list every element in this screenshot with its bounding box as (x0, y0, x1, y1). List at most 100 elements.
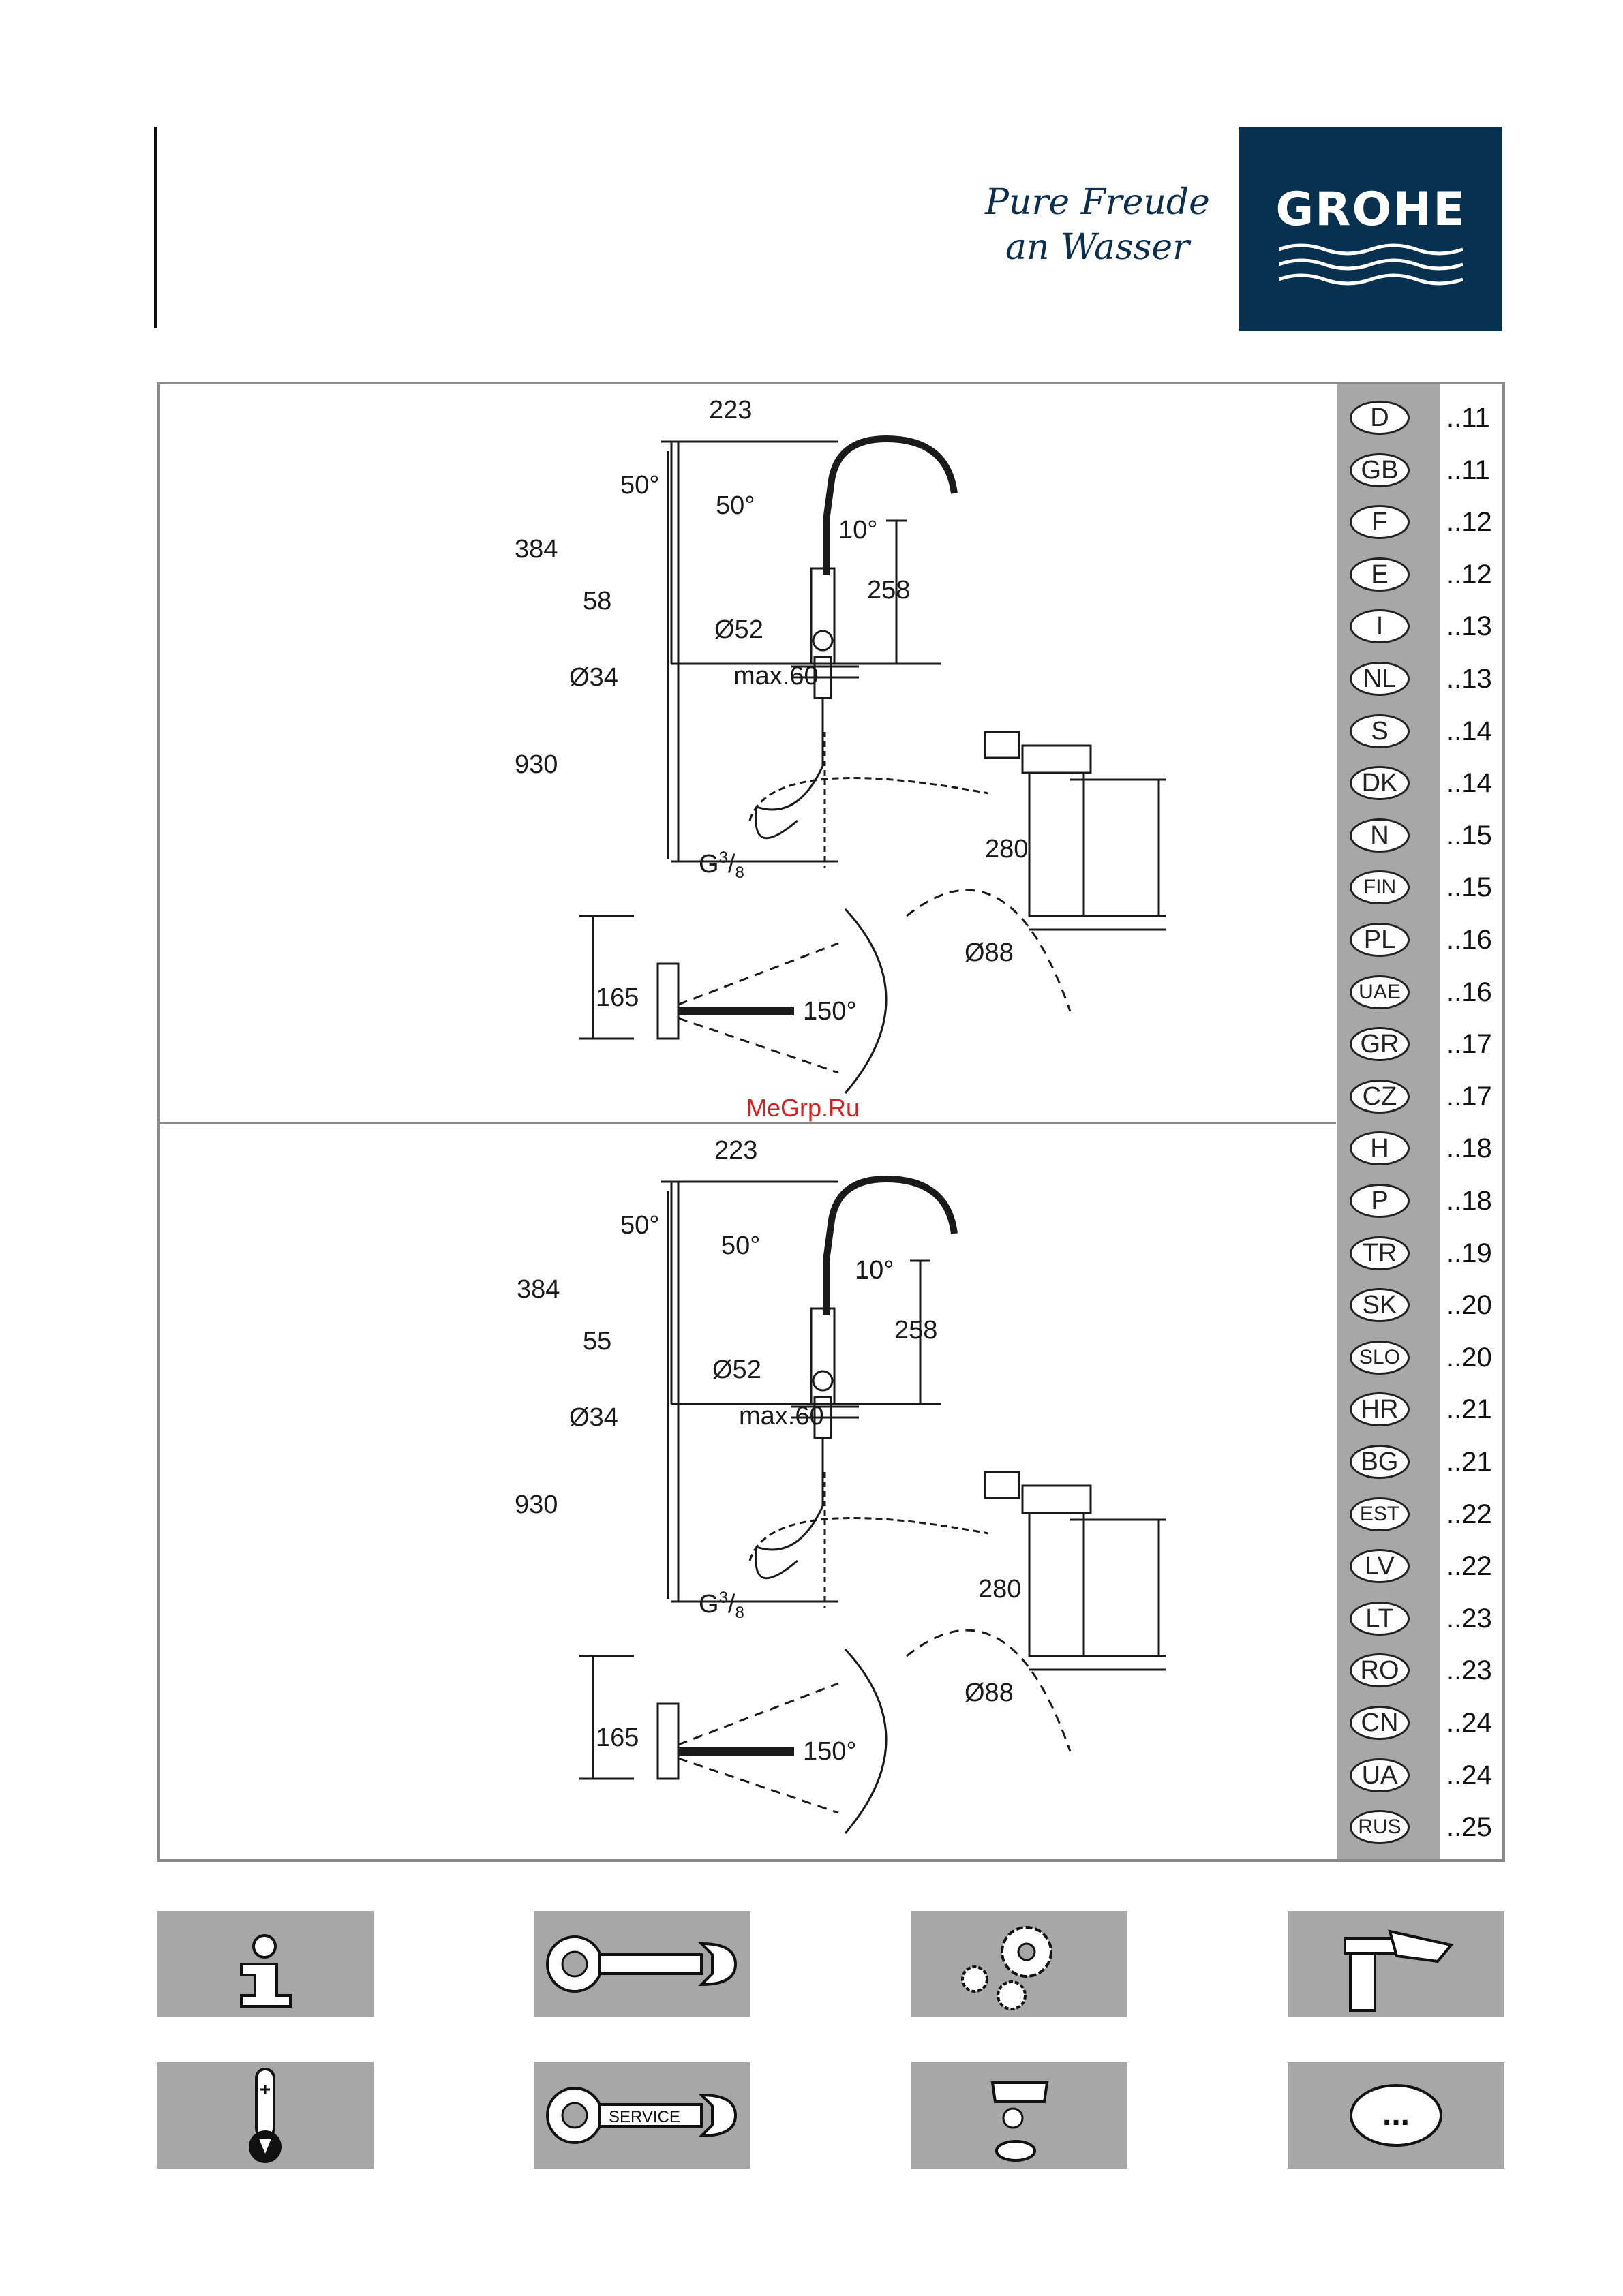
dim-angle-spout: 10° (838, 516, 877, 545)
cartridge-icon (990, 2081, 1049, 2162)
language-code-badge: UAE (1350, 975, 1410, 1009)
dim-lever: 58 (583, 587, 611, 615)
watermark: MeGrp.Ru (746, 1094, 860, 1122)
language-entry-tr[interactable]: TR..19 (1337, 1234, 1505, 1274)
language-page-number: ..23 (1446, 1603, 1492, 1634)
language-code-badge: S (1350, 714, 1410, 748)
language-code-badge: DK (1350, 766, 1410, 801)
dim-plan-depth: 165 (596, 983, 639, 1012)
dim-shank-diameter: Ø34 (569, 1403, 618, 1432)
language-entry-sk[interactable]: SK..20 (1337, 1285, 1505, 1326)
more-tile[interactable]: ... (1288, 2062, 1504, 2169)
language-entry-gr[interactable]: GR..17 (1337, 1024, 1505, 1065)
language-page-number: ..24 (1446, 1760, 1492, 1790)
service-wrench-icon: SERVICE (546, 2087, 738, 2144)
language-entry-h[interactable]: H..18 (1337, 1129, 1505, 1169)
language-code-badge: SK (1350, 1288, 1410, 1323)
language-entry-slo[interactable]: SLO..20 (1337, 1338, 1505, 1379)
language-page-number: ..16 (1446, 977, 1492, 1007)
language-entry-d[interactable]: D..11 (1337, 398, 1505, 439)
language-page-number: ..12 (1446, 559, 1492, 590)
language-entry-i[interactable]: I..13 (1337, 607, 1505, 647)
gears-icon (961, 1926, 1052, 2010)
language-entry-uae[interactable]: UAE ..16 (1337, 973, 1505, 1013)
faucet-dimension-diagram-top: 223 384 50° 50° 10° 258 58 Ø52 Ø34 max.6… (515, 396, 1166, 1094)
installation-tile[interactable] (534, 1911, 750, 2017)
language-entry-p[interactable]: P..18 (1337, 1181, 1505, 1222)
info-tile[interactable] (157, 1911, 374, 2017)
dim-thread: G3/8 (699, 1589, 744, 1622)
language-code-badge: D (1350, 401, 1410, 435)
language-entry-nl[interactable]: NL..13 (1337, 659, 1505, 700)
language-entry-s[interactable]: S ..14 (1337, 711, 1505, 752)
language-entry-lt[interactable]: LT..23 (1337, 1599, 1505, 1640)
language-code-badge: TR (1350, 1236, 1410, 1270)
language-code-badge: GB (1350, 453, 1410, 487)
language-page-number: ..21 (1446, 1394, 1492, 1425)
language-page-number: ..23 (1446, 1655, 1492, 1686)
dim-filter-diameter: Ø88 (965, 938, 1014, 967)
language-entry-lv[interactable]: LV..22 (1337, 1546, 1505, 1587)
dim-hose-length: 930 (515, 1490, 558, 1519)
language-page-number: ..24 (1446, 1708, 1492, 1738)
slogan-line-2: an Wasser (1005, 227, 1189, 268)
language-entry-f[interactable]: F..12 (1337, 502, 1505, 543)
dim-swivel: 150° (803, 997, 857, 1026)
service-tile[interactable]: SERVICE (534, 2062, 750, 2169)
language-page-number: ..25 (1446, 1812, 1492, 1843)
language-entry-e[interactable]: E..12 (1337, 555, 1505, 596)
more-label: ... (1382, 2096, 1410, 2132)
language-page-number: ..21 (1446, 1447, 1492, 1477)
language-entry-n[interactable]: N..15 (1337, 816, 1505, 857)
language-entry-hr[interactable]: HR..21 (1337, 1390, 1505, 1430)
language-page-number: ..22 (1446, 1551, 1492, 1582)
dim-shank-diameter: Ø34 (569, 663, 618, 692)
language-page-number: ..18 (1446, 1133, 1492, 1164)
language-code-badge: P (1350, 1184, 1410, 1218)
language-entry-pl[interactable]: PL..16 (1337, 920, 1505, 961)
language-code-badge: BG (1350, 1445, 1410, 1479)
language-page-number: ..20 (1446, 1342, 1492, 1373)
language-code-badge: F (1350, 505, 1410, 540)
language-code-badge: EST (1350, 1497, 1410, 1531)
care-tile[interactable] (1288, 1911, 1504, 2017)
dim-max-thickness: max.60 (733, 662, 819, 690)
dim-filter-height: 280 (985, 835, 1028, 863)
header-rule (154, 127, 157, 328)
grohe-logo: GROHE (1239, 127, 1502, 331)
language-page-number: ..14 (1446, 716, 1492, 746)
dim-width: 223 (714, 1136, 757, 1165)
dim-angle-right: 50° (716, 491, 755, 520)
language-page-number: ..17 (1446, 1081, 1492, 1112)
dim-outlet-height: 258 (894, 1316, 937, 1345)
cartridge-tile[interactable] (911, 2062, 1127, 2169)
language-code-badge: PL (1350, 923, 1410, 957)
language-entry-bg[interactable]: BG ..21 (1337, 1442, 1505, 1483)
language-entry-ro[interactable]: RO..23 (1337, 1651, 1505, 1692)
dim-height: 384 (515, 535, 558, 564)
language-entry-cn[interactable]: CN..24 (1337, 1703, 1505, 1744)
language-entry-cz[interactable]: CZ..17 (1337, 1077, 1505, 1118)
dim-plan-depth: 165 (596, 1724, 639, 1752)
frame-divider (157, 1122, 1336, 1124)
language-entry-dk[interactable]: DK ..14 (1337, 763, 1505, 804)
language-page-number: ..15 (1446, 872, 1492, 903)
dim-angle-left: 50° (620, 1211, 659, 1240)
language-entry-rus[interactable]: RUS..25 (1337, 1807, 1505, 1848)
dim-body-diameter: Ø52 (714, 615, 763, 644)
faucet-dimension-diagram-bottom: 223 384 50° 50° 10° 258 55 Ø52 Ø34 max.6… (515, 1136, 1166, 1834)
dim-width: 223 (709, 396, 752, 425)
language-entry-gb[interactable]: GB..11 (1337, 450, 1505, 491)
more-icon: ... (1350, 2084, 1442, 2147)
language-code-badge: UA (1350, 1758, 1410, 1792)
language-entry-est[interactable]: EST..22 (1337, 1495, 1505, 1535)
language-entry-fin[interactable]: FIN..15 (1337, 868, 1505, 908)
dim-swivel: 150° (803, 1737, 857, 1766)
language-page-number: ..17 (1446, 1029, 1492, 1060)
dim-hose-length: 930 (515, 750, 558, 779)
language-entry-ua[interactable]: UA ..24 (1337, 1756, 1505, 1796)
language-page-number: ..14 (1446, 768, 1492, 799)
slogan-line-1: Pure Freude (985, 182, 1210, 223)
function-tile[interactable] (911, 1911, 1127, 2017)
temperature-tile[interactable] (157, 2062, 374, 2169)
